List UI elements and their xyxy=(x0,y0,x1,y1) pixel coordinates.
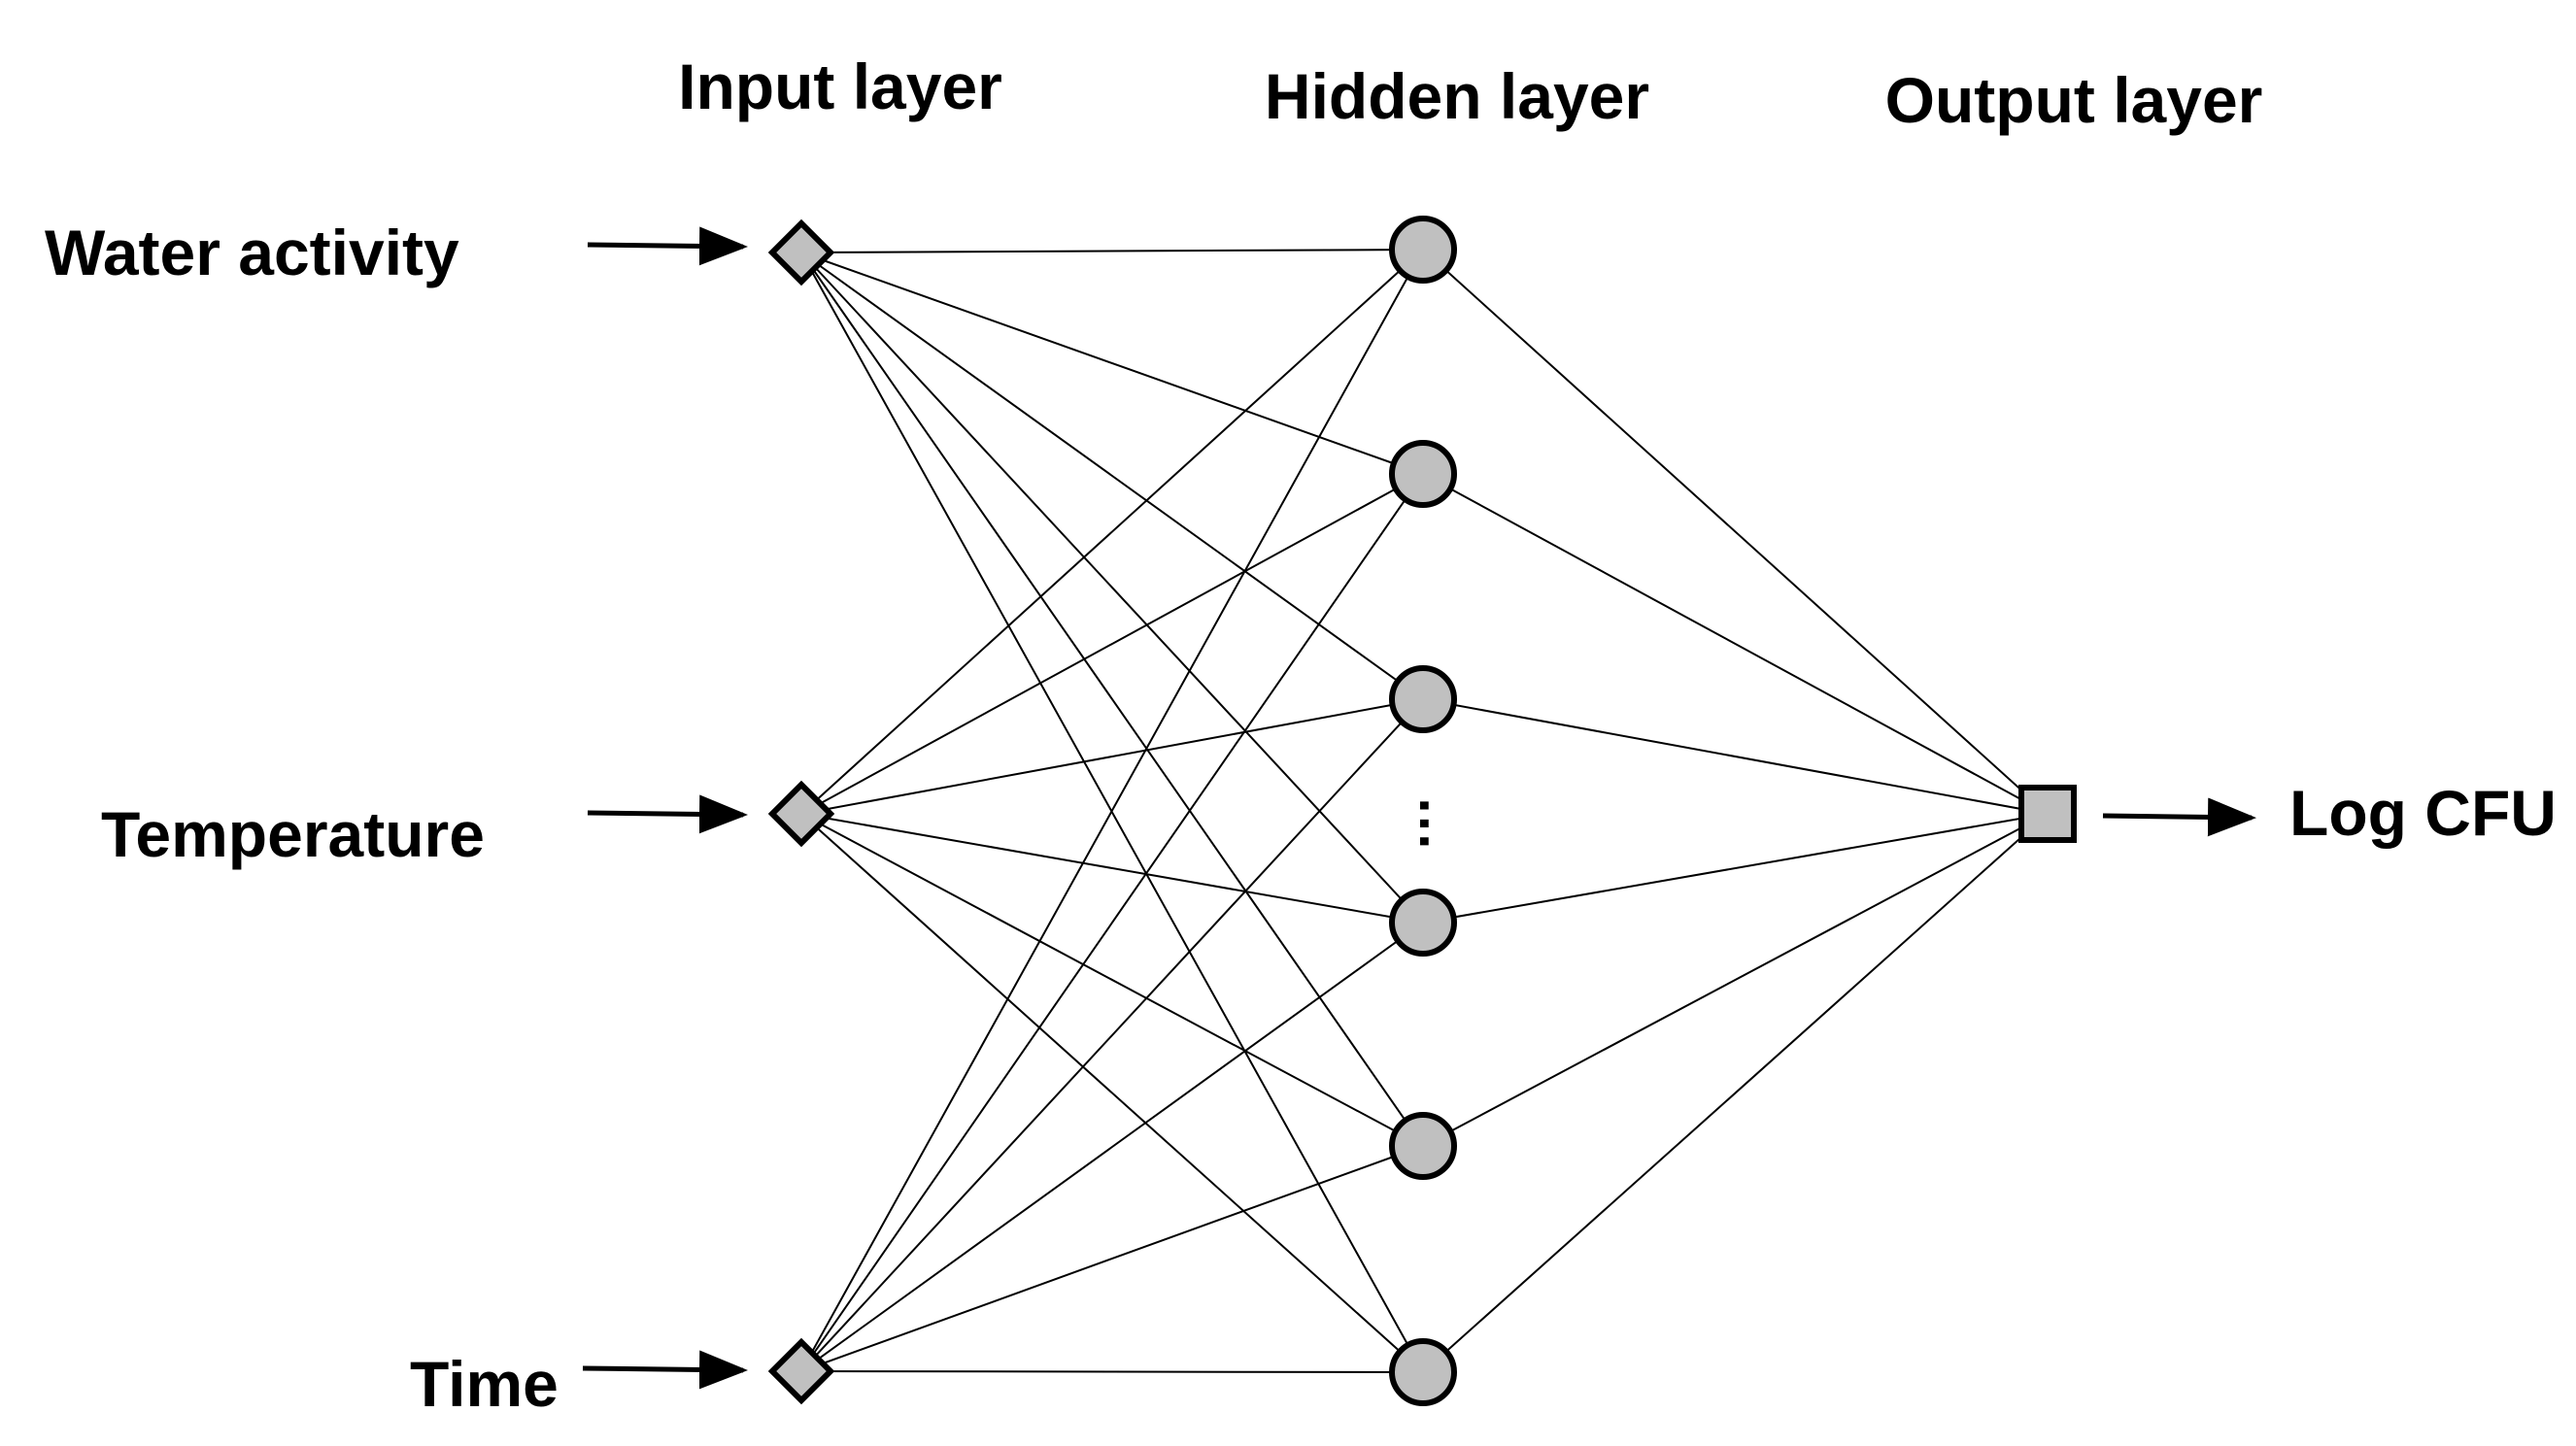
hidden-ellipsis: … xyxy=(1407,795,1471,852)
input-arrow-water-activity xyxy=(587,226,748,266)
output-node xyxy=(2018,785,2077,843)
input-node-2 xyxy=(767,780,835,848)
input-layer-title: Input layer xyxy=(678,50,1002,122)
edge-input-1-hidden-2 xyxy=(800,252,1424,475)
input-arrow-time xyxy=(582,1350,748,1390)
edge-input-2-hidden-3 xyxy=(800,698,1424,815)
hidden-node-3 xyxy=(1389,665,1457,733)
edge-input-1-hidden-1 xyxy=(800,249,1424,253)
edge-input-2-hidden-2 xyxy=(800,473,1424,815)
edge-input-3-hidden-5 xyxy=(800,1145,1424,1372)
hidden-node-1 xyxy=(1389,216,1457,284)
connection-edges xyxy=(800,249,2049,1373)
edge-hidden-2-output xyxy=(1422,473,2049,815)
edge-hidden-1-output xyxy=(1422,249,2049,815)
edge-input-3-hidden-3 xyxy=(800,698,1424,1372)
edge-input-1-hidden-4 xyxy=(800,252,1424,924)
hidden-node-4 xyxy=(1389,889,1457,957)
input-node-3 xyxy=(767,1337,835,1405)
input-label-temperature: Temperature xyxy=(101,798,485,870)
edge-input-2-hidden-4 xyxy=(800,813,1424,924)
edge-input-2-hidden-6 xyxy=(800,813,1424,1373)
edge-input-1-hidden-5 xyxy=(800,252,1424,1147)
hidden-node-5 xyxy=(1389,1112,1457,1180)
edge-input-3-hidden-2 xyxy=(800,473,1424,1372)
edge-hidden-3-output xyxy=(1422,698,2049,815)
output-layer-title: Output layer xyxy=(1885,64,2263,136)
hidden-layer-title: Hidden layer xyxy=(1265,60,1649,132)
input-node-1 xyxy=(767,219,835,286)
output-arrow xyxy=(2102,797,2256,837)
edge-input-2-hidden-5 xyxy=(800,813,1424,1147)
edge-hidden-5-output xyxy=(1422,813,2049,1147)
edge-input-2-hidden-1 xyxy=(800,249,1424,815)
input-label-water-activity: Water activity xyxy=(45,217,459,288)
edge-input-1-hidden-3 xyxy=(800,252,1424,700)
edge-input-3-hidden-4 xyxy=(800,922,1424,1372)
hidden-node-2 xyxy=(1389,440,1457,508)
edge-hidden-6-output xyxy=(1422,813,2049,1373)
input-label-time: Time xyxy=(410,1348,559,1420)
edge-hidden-4-output xyxy=(1422,813,2049,924)
hidden-node-6 xyxy=(1389,1338,1457,1406)
output-label: Log CFU xyxy=(2289,777,2557,849)
input-arrow-temperature xyxy=(587,794,748,834)
edge-input-3-hidden-6 xyxy=(800,1370,1424,1373)
network-nodes xyxy=(767,216,2077,1406)
edge-input-3-hidden-1 xyxy=(800,249,1424,1372)
